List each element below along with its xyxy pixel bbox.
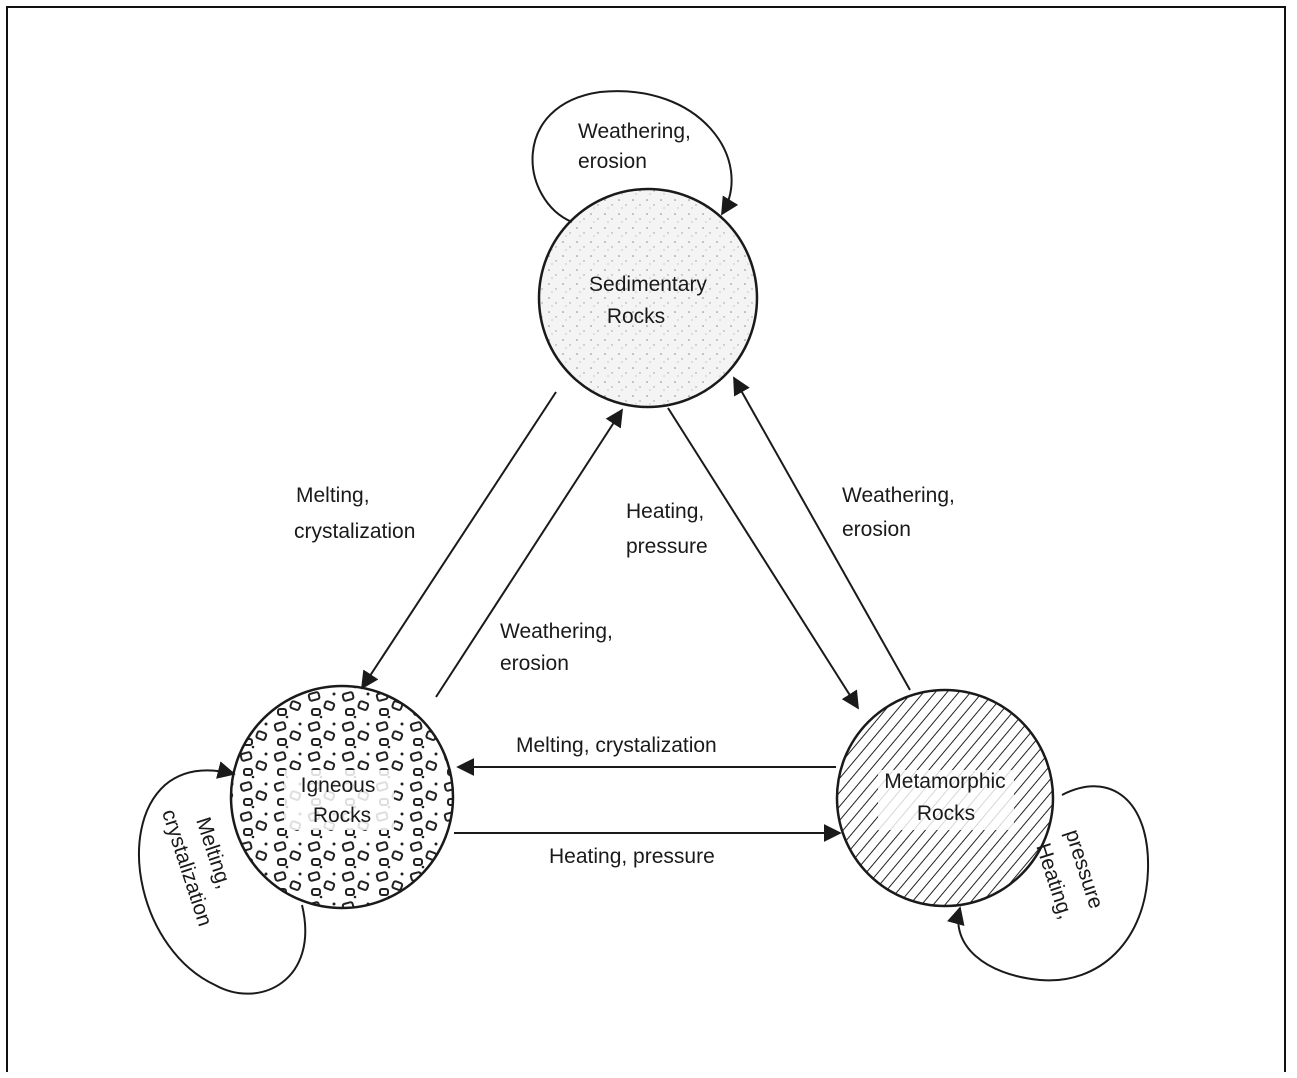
igneous-label-line1: Igneous	[301, 774, 376, 797]
svg-text:Heating,: Heating,	[626, 500, 704, 523]
svg-text:erosion: erosion	[578, 150, 647, 173]
metamorphic-label-line2: Rocks	[917, 802, 975, 825]
igneous-self-loop-arrow	[137, 761, 307, 995]
metamorphic-to-sed-label: Weathering, erosion	[842, 484, 955, 541]
sedimentary-label-line1: Sedimentary	[589, 273, 707, 296]
metamorphic-label-line1: Metamorphic	[884, 770, 1005, 793]
svg-text:Melting,: Melting,	[296, 484, 370, 507]
metamorphic-node: Metamorphic Rocks	[835, 688, 1055, 908]
sed-to-metamorphic-label: Heating, pressure	[626, 500, 708, 558]
igneous-to-metamorphic-label: Heating, pressure	[549, 845, 715, 868]
diagram-frame	[6, 6, 1286, 1072]
sedimentary-node: Sedimentary Rocks	[537, 187, 759, 409]
sedimentary-label-line2: Rocks	[607, 305, 665, 328]
svg-text:erosion: erosion	[842, 518, 911, 541]
sed-self-label: Weathering, erosion	[578, 120, 691, 173]
svg-text:erosion: erosion	[500, 652, 569, 675]
sed-self-loop-arrow	[531, 90, 739, 223]
sed-to-metamorphic-arrow	[667, 407, 859, 710]
metamorphic-to-igneous-label: Melting, crystalization	[516, 734, 717, 757]
igneous-label-line2: Rocks	[313, 804, 371, 827]
igneous-node: Igneous Rocks	[229, 684, 455, 910]
svg-text:pressure: pressure	[626, 535, 708, 558]
sed-to-igneous-label: Melting, crystalization	[294, 484, 415, 543]
metamorphic-self-loop-arrow	[947, 785, 1150, 982]
metamorphic-to-sed-arrow	[733, 376, 911, 691]
igneous-to-sed-label: Weathering, erosion	[500, 620, 613, 675]
igneous-to-sed-arrow	[435, 408, 623, 698]
svg-text:Weathering,: Weathering,	[500, 620, 613, 643]
svg-text:crystalization: crystalization	[294, 520, 415, 543]
sed-to-igneous-arrow	[361, 391, 557, 690]
svg-text:Weathering,: Weathering,	[842, 484, 955, 507]
svg-text:Weathering,: Weathering,	[578, 120, 691, 143]
